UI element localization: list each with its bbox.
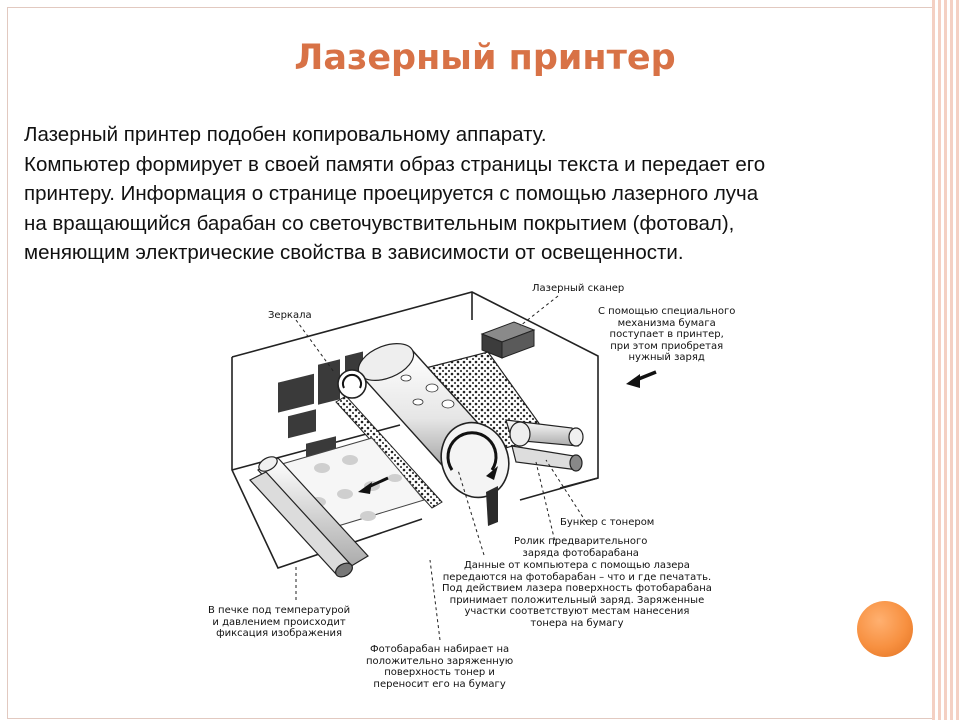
- label-precharge-roller: Ролик предварительного заряда фотобараба…: [514, 536, 647, 559]
- laser-scanner-box: [482, 322, 534, 358]
- drum-shadow: [486, 486, 498, 526]
- mirror-assembly: [338, 370, 366, 398]
- label-toner-hopper: Бункер с тонером: [560, 517, 654, 529]
- label-fuser: В печке под температурой и давлением про…: [208, 605, 350, 640]
- label-laser-scanner: Лазерный сканер: [532, 283, 624, 295]
- label-paper-feed: С помощью специального механизма бумага …: [598, 306, 735, 364]
- right-rollers: [506, 420, 583, 471]
- label-laser-data: Данные от компьютера с помощью лазера пе…: [442, 560, 712, 629]
- paper-feed-arrow: [626, 372, 656, 388]
- label-drum: Фотобарабан набирает на положительно зар…: [366, 644, 513, 690]
- decorative-orange-circle: [857, 601, 913, 657]
- label-mirrors: Зеркала: [268, 310, 312, 322]
